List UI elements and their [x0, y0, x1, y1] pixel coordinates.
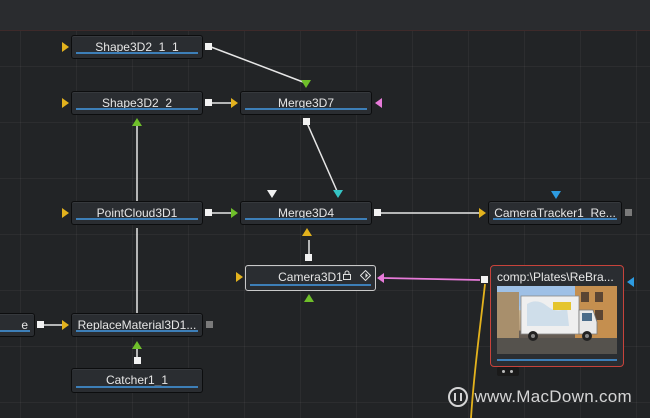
merge3d4-input-yellow[interactable] [302, 228, 312, 236]
loader-status-dots [497, 367, 519, 376]
merge3d7-input-green[interactable] [301, 80, 311, 88]
node-shape3d2-1-1[interactable]: Shape3D2_1_1 [71, 35, 203, 59]
shape3d2-1-1-output[interactable] [205, 43, 212, 50]
node-pointcloud3d1[interactable]: PointCloud3D1 [71, 201, 203, 225]
node-bar [493, 218, 617, 220]
merge3d4-input-white[interactable] [267, 190, 277, 198]
node-label: Catcher1_1 [105, 373, 169, 387]
node-merge3d4[interactable]: Merge3D4 [240, 201, 372, 225]
node-editor-header [0, 0, 650, 31]
node-bar [76, 218, 198, 220]
node-bar [0, 330, 30, 332]
link-loader-down [470, 283, 486, 418]
node-bar [76, 108, 198, 110]
node-camera3d1[interactable]: Camera3D1 [245, 265, 376, 291]
link-merge3d7-to-merge3d4 [306, 122, 338, 192]
merge3d7-input[interactable] [231, 98, 238, 108]
partial-left-output[interactable] [37, 321, 44, 328]
merge3d7-input-pink[interactable] [375, 98, 382, 108]
node-label: PointCloud3D1 [96, 206, 178, 220]
camera3d1-input-pink[interactable] [377, 273, 384, 283]
merge3d4-input-green[interactable] [231, 208, 238, 218]
node-replacematerial3d1[interactable]: ReplaceMaterial3D1... [71, 313, 203, 337]
merge3d4-input-cyan[interactable] [333, 190, 343, 198]
replacematerial3d1-input-green[interactable] [132, 341, 142, 349]
link-loader-to-camera3d1 [382, 277, 481, 281]
cameratracker1-input-blue[interactable] [551, 191, 561, 199]
camera3d1-input[interactable] [236, 272, 243, 282]
node-label: Camera3D1 [278, 270, 343, 284]
replacematerial3d1-output[interactable] [206, 321, 213, 328]
merge3d7-output[interactable] [303, 118, 310, 125]
merge3d4-output[interactable] [374, 209, 381, 216]
node-label: Merge3D4 [277, 206, 335, 220]
node-label: CameraTracker1_Re... [494, 206, 616, 220]
node-label: e [21, 318, 28, 332]
loader-thumbnail [497, 286, 617, 354]
shape3d2-1-1-input[interactable] [62, 42, 69, 52]
shape3d2-2-input[interactable] [62, 98, 69, 108]
node-bar [76, 52, 198, 54]
node-loader[interactable]: comp:\Plates\ReBra... [490, 265, 624, 367]
loader-output[interactable] [481, 276, 488, 283]
node-bar [76, 386, 198, 388]
node-label: Merge3D7 [277, 96, 335, 110]
camera3d1-output[interactable] [305, 254, 312, 261]
node-label: ReplaceMaterial3D1... [77, 318, 197, 332]
cameratracker1-input[interactable] [479, 208, 486, 218]
node-shape3d2-2[interactable]: Shape3D2_2 [71, 91, 203, 115]
node-bar [245, 218, 367, 220]
node-partial-left[interactable]: e [0, 313, 35, 337]
camera3d1-input-green[interactable] [304, 294, 314, 302]
catcher1-1-output[interactable] [134, 357, 141, 364]
node-cameratracker1[interactable]: CameraTracker1_Re... [488, 201, 622, 225]
keyframe-diamond-icon[interactable] [359, 269, 372, 284]
pointcloud3d1-output[interactable] [205, 209, 212, 216]
watermark-text: www.MacDown.com [474, 387, 632, 406]
link-shape3d2-1-1-to-merge3d7 [210, 46, 304, 83]
loader-input-blue[interactable] [627, 277, 634, 287]
macdown-logo-icon [448, 387, 469, 407]
node-bar [245, 108, 367, 110]
pointcloud3d1-input[interactable] [62, 208, 69, 218]
watermark: www.MacDown.com [448, 384, 632, 410]
node-label: Shape3D2_2 [101, 96, 173, 110]
node-label: comp:\Plates\ReBra... [497, 270, 614, 284]
cameratracker1-output[interactable] [625, 209, 632, 216]
node-merge3d7[interactable]: Merge3D7 [240, 91, 372, 115]
node-label: Shape3D2_1_1 [95, 40, 179, 54]
node-bar [250, 284, 371, 286]
shape3d2-2-output[interactable] [205, 99, 212, 106]
shape3d2-2-input-green[interactable] [132, 118, 142, 126]
replacematerial3d1-input[interactable] [62, 320, 69, 330]
node-catcher1-1[interactable]: Catcher1_1 [71, 368, 203, 393]
truck-thumbnail-image [497, 286, 617, 354]
lock-icon[interactable] [342, 270, 352, 283]
node-bar [76, 330, 198, 332]
node-bar [497, 359, 617, 361]
